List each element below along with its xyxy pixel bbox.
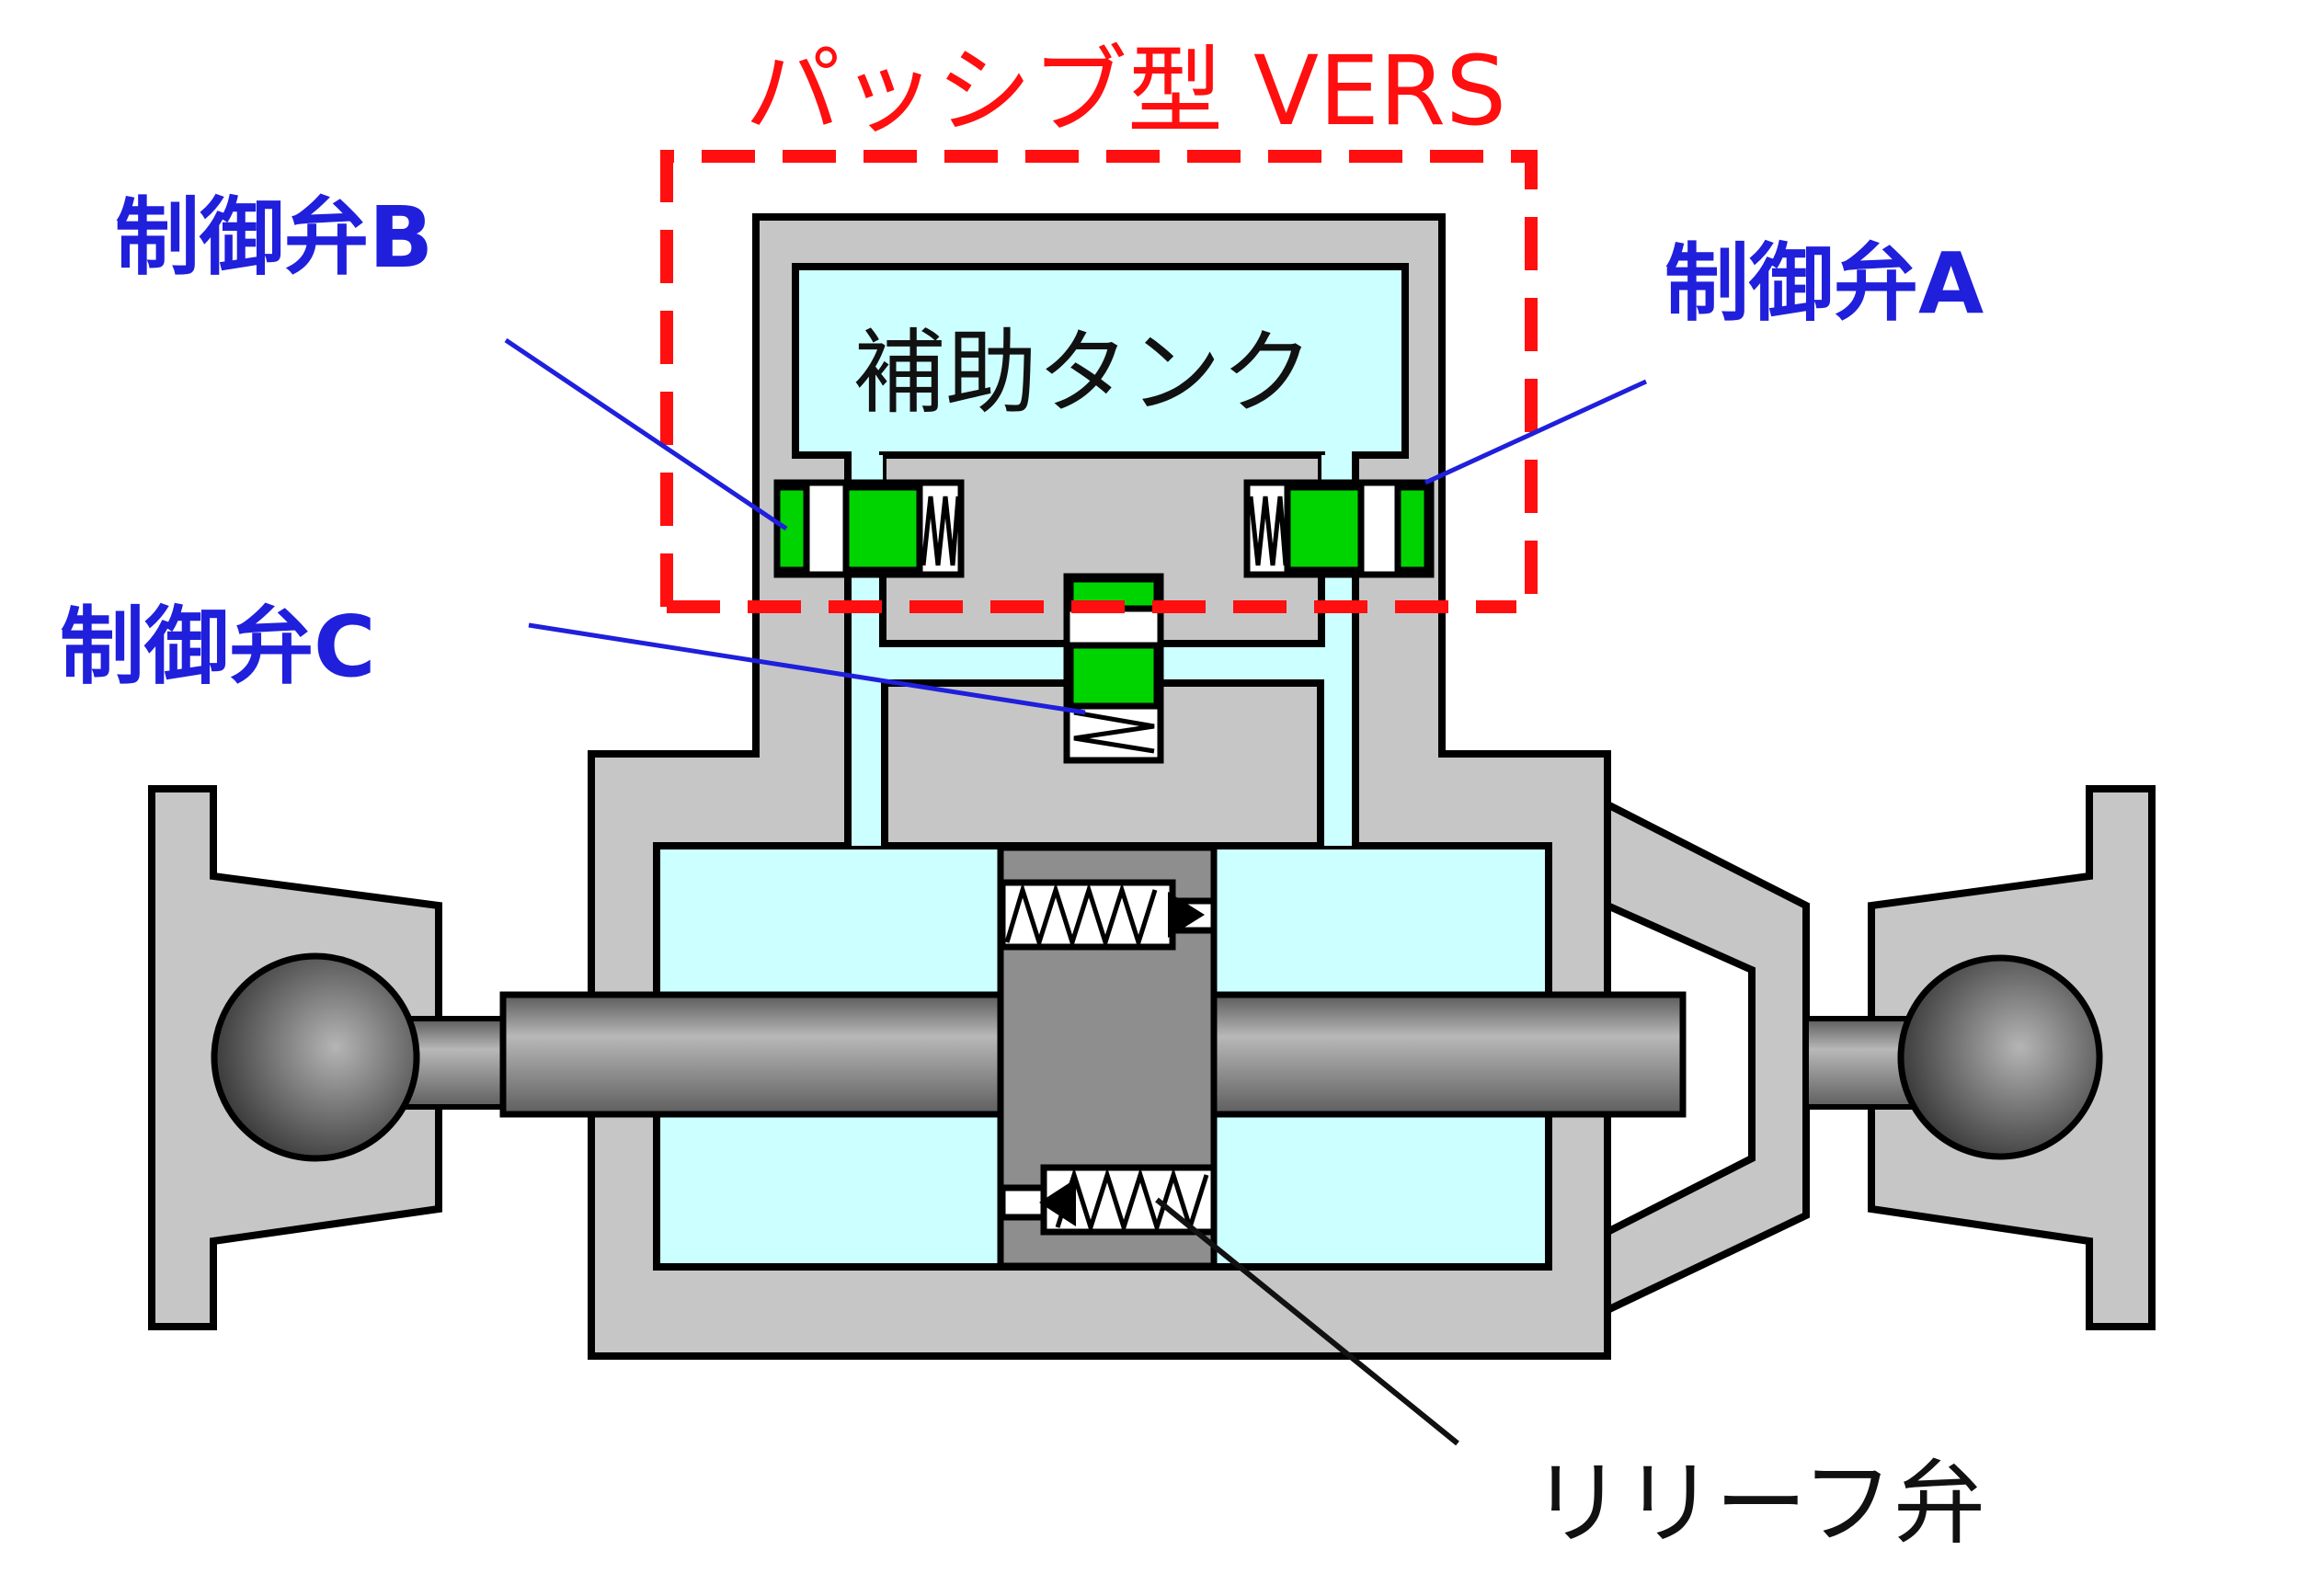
passage-outline xyxy=(844,455,1359,846)
label-valve-a: 制御弁A xyxy=(1664,234,1984,333)
leader-relief-valve xyxy=(1155,1197,1459,1446)
valve-b-spool xyxy=(842,484,923,574)
label-aux-tank: 補助タンク xyxy=(853,319,1313,427)
relief-valve-lower-plug xyxy=(999,1184,1047,1221)
leader-valve-a xyxy=(1424,379,1648,485)
valve-c-spool xyxy=(1067,642,1161,710)
left-ball-joint xyxy=(211,952,420,1162)
valve-a-spring xyxy=(1248,496,1288,566)
diagram-title: パッシブ型 VERS xyxy=(745,35,1506,147)
leader-valve-c xyxy=(528,622,1086,715)
valve-b-end xyxy=(773,484,810,574)
relief-valve-upper-spring xyxy=(1004,882,1158,951)
leader-valve-b xyxy=(504,337,788,531)
valve-a-spool xyxy=(1284,484,1365,574)
label-valve-b: 制御弁B xyxy=(115,188,433,287)
right-ball-joint xyxy=(1897,954,2103,1160)
relief-valve-lower-spring xyxy=(1055,1167,1209,1236)
relief-valve-lower-ball xyxy=(1039,1179,1076,1226)
label-relief-valve: リリーフ弁 xyxy=(1531,1450,1985,1557)
valve-a-end xyxy=(1394,484,1431,574)
passive-vers-boundary xyxy=(660,150,1538,613)
relief-valve-upper-ball xyxy=(1168,892,1205,938)
valve-b-spring xyxy=(921,496,961,566)
label-valve-c: 制御弁C xyxy=(60,598,376,696)
valve-c-spring xyxy=(1073,710,1155,754)
